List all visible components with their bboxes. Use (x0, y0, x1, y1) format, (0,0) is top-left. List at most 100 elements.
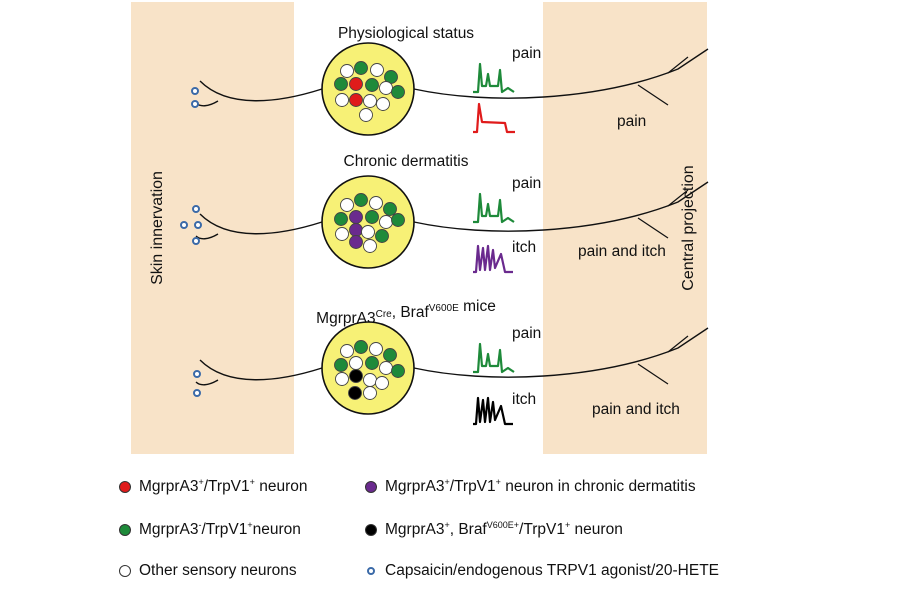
special-neuron (349, 223, 363, 237)
legend-green-label: MgrprA3-/TrpV1+neuron (139, 519, 301, 538)
trace-label: itch (512, 239, 536, 256)
central-axon (413, 327, 709, 378)
skin-innervation-label: Skin innervation (149, 171, 166, 285)
other-neuron (363, 373, 377, 387)
agonist-marker-icon (192, 237, 200, 245)
central-axon-branch (667, 335, 689, 353)
pain-trace (473, 62, 515, 94)
central-projection-label: Central projection (680, 165, 697, 290)
other-neuron (369, 196, 383, 210)
legend-white-label: Other sensory neurons (139, 562, 297, 579)
green-neuron (334, 358, 348, 372)
agonist-marker-icon (191, 87, 199, 95)
central-axon (413, 181, 709, 232)
other-neuron (379, 81, 393, 95)
green-neuron (365, 78, 379, 92)
other-neuron (363, 94, 377, 108)
central-axon-branch (637, 217, 669, 239)
trace-label: pain (512, 45, 541, 62)
pain-trace (473, 192, 515, 224)
green-neuron (365, 210, 379, 224)
central-axon-branch (667, 189, 689, 207)
green-neuron (383, 348, 397, 362)
legend-black-dot (365, 524, 377, 536)
other-neuron (340, 64, 354, 78)
other-neuron (369, 342, 383, 356)
special-neuron (349, 93, 363, 107)
other-neuron (363, 239, 377, 253)
panel-title: Physiological status (338, 25, 474, 42)
legend-purple-dot (365, 481, 377, 493)
legend-item-white: Other sensory neurons (119, 562, 297, 580)
legend-black-label: MgrprA3+, BrafV600E+/TrpV1+ neuron (385, 519, 623, 538)
agonist-marker-icon (192, 205, 200, 213)
special-neuron (349, 369, 363, 383)
special-neuron (349, 235, 363, 249)
peripheral-axon (195, 213, 323, 240)
legend-item-agonist: Capsaicin/endogenous TRPV1 agonist/20-HE… (367, 562, 719, 580)
green-neuron (383, 202, 397, 216)
legend-item-black: MgrprA3+, BrafV600E+/TrpV1+ neuron (365, 519, 623, 539)
other-neuron (359, 108, 373, 122)
other-neuron (349, 356, 363, 370)
other-neuron (335, 372, 349, 386)
skin-band (131, 2, 294, 454)
panel-title: MgrprA3Cre, BrafV600E mice (316, 298, 496, 327)
outcome-label: pain and itch (592, 401, 680, 418)
pain-trace (473, 342, 515, 374)
legend-red-label: MgrprA3+/TrpV1+ neuron (139, 476, 308, 495)
other-neuron (363, 386, 377, 400)
diagram-canvas: Skin innervation Central projection Phys… (131, 2, 709, 454)
central-axon-branch (667, 56, 689, 74)
itch-trace (473, 396, 513, 426)
legend-agonist-label: Capsaicin/endogenous TRPV1 agonist/20-HE… (385, 562, 720, 579)
other-neuron (335, 93, 349, 107)
green-neuron (391, 85, 405, 99)
special-neuron (349, 77, 363, 91)
agonist-marker-icon (367, 567, 375, 575)
green-neuron (391, 364, 405, 378)
itch-trace (473, 244, 513, 274)
trace-label: itch (512, 391, 536, 408)
green-neuron (334, 77, 348, 91)
other-neuron (370, 63, 384, 77)
central-axon-branch (637, 363, 669, 385)
legend-green-dot (119, 524, 131, 536)
agonist-marker-icon (193, 389, 201, 397)
special-neuron (349, 210, 363, 224)
outcome-label: pain (617, 113, 646, 130)
peripheral-axon (195, 359, 323, 386)
special-neuron (348, 386, 362, 400)
outcome-label: pain and itch (578, 243, 666, 260)
legend-item-green: MgrprA3-/TrpV1+neuron (119, 519, 301, 539)
other-neuron (376, 97, 390, 111)
legend-item-red: MgrprA3+/TrpV1+ neuron (119, 476, 308, 496)
agonist-marker-icon (193, 370, 201, 378)
trace-label: pain (512, 325, 541, 342)
green-neuron (354, 193, 368, 207)
pain-trace (473, 102, 515, 134)
other-neuron (340, 198, 354, 212)
agonist-marker-icon (191, 100, 199, 108)
legend-purple-label: MgrprA3+/TrpV1+ neuron in chronic dermat… (385, 476, 696, 495)
central-axon-branch (637, 84, 669, 106)
green-neuron (354, 61, 368, 75)
other-neuron (375, 376, 389, 390)
green-neuron (375, 229, 389, 243)
other-neuron (361, 225, 375, 239)
green-neuron (365, 356, 379, 370)
other-neuron (335, 227, 349, 241)
green-neuron (334, 212, 348, 226)
other-neuron (340, 344, 354, 358)
other-neuron (379, 361, 393, 375)
trace-label: pain (512, 175, 541, 192)
agonist-marker-icon (180, 221, 188, 229)
legend-white-dot (119, 565, 131, 577)
agonist-marker-icon (194, 221, 202, 229)
central-axon (413, 48, 709, 99)
other-neuron (379, 215, 393, 229)
legend-red-dot (119, 481, 131, 493)
green-neuron (354, 340, 368, 354)
legend-item-purple: MgrprA3+/TrpV1+ neuron in chronic dermat… (365, 476, 696, 496)
panel-title: Chronic dermatitis (344, 153, 469, 170)
